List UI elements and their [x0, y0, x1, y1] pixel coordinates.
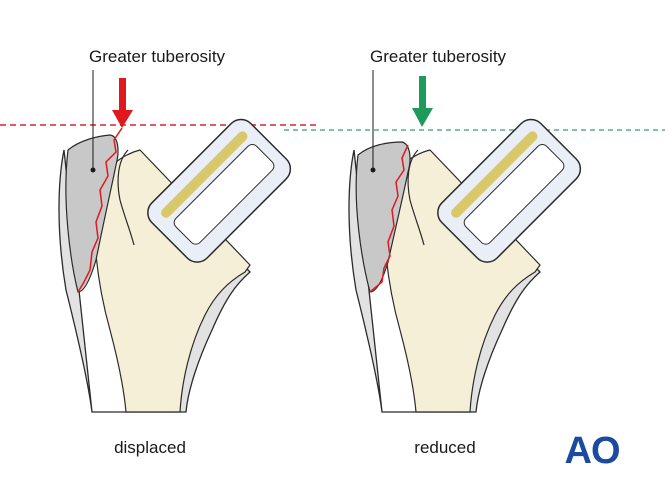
arrow-reduced: [412, 76, 433, 127]
label-greater-tuberosity-displaced: Greater tuberosity: [89, 47, 226, 66]
caption-reduced: reduced: [414, 438, 475, 457]
label-greater-tuberosity-reduced: Greater tuberosity: [370, 47, 507, 66]
humeral-head-outline: [407, 149, 425, 246]
fracture-line-displaced: [77, 127, 123, 293]
greater-tuberosity-fragment: [355, 141, 411, 293]
panel-displaced: Greater tuberosity displaced: [0, 47, 318, 457]
panel-reduced: Greater tuberosity reduced: [284, 47, 665, 457]
caption-displaced: displaced: [114, 438, 186, 457]
ao-logo-text: AO: [565, 430, 620, 472]
implant-head: [437, 118, 582, 263]
humerus-cancellous: [93, 149, 251, 413]
humeral-head-outline: [117, 149, 135, 246]
arrow-displaced: [112, 78, 133, 128]
fracture-line-reduced: [369, 144, 409, 293]
ao-logo: AO: [565, 430, 621, 472]
humerus-cancellous: [383, 149, 541, 413]
greater-tuberosity-fragment: [65, 134, 119, 293]
implant-head: [147, 118, 292, 263]
